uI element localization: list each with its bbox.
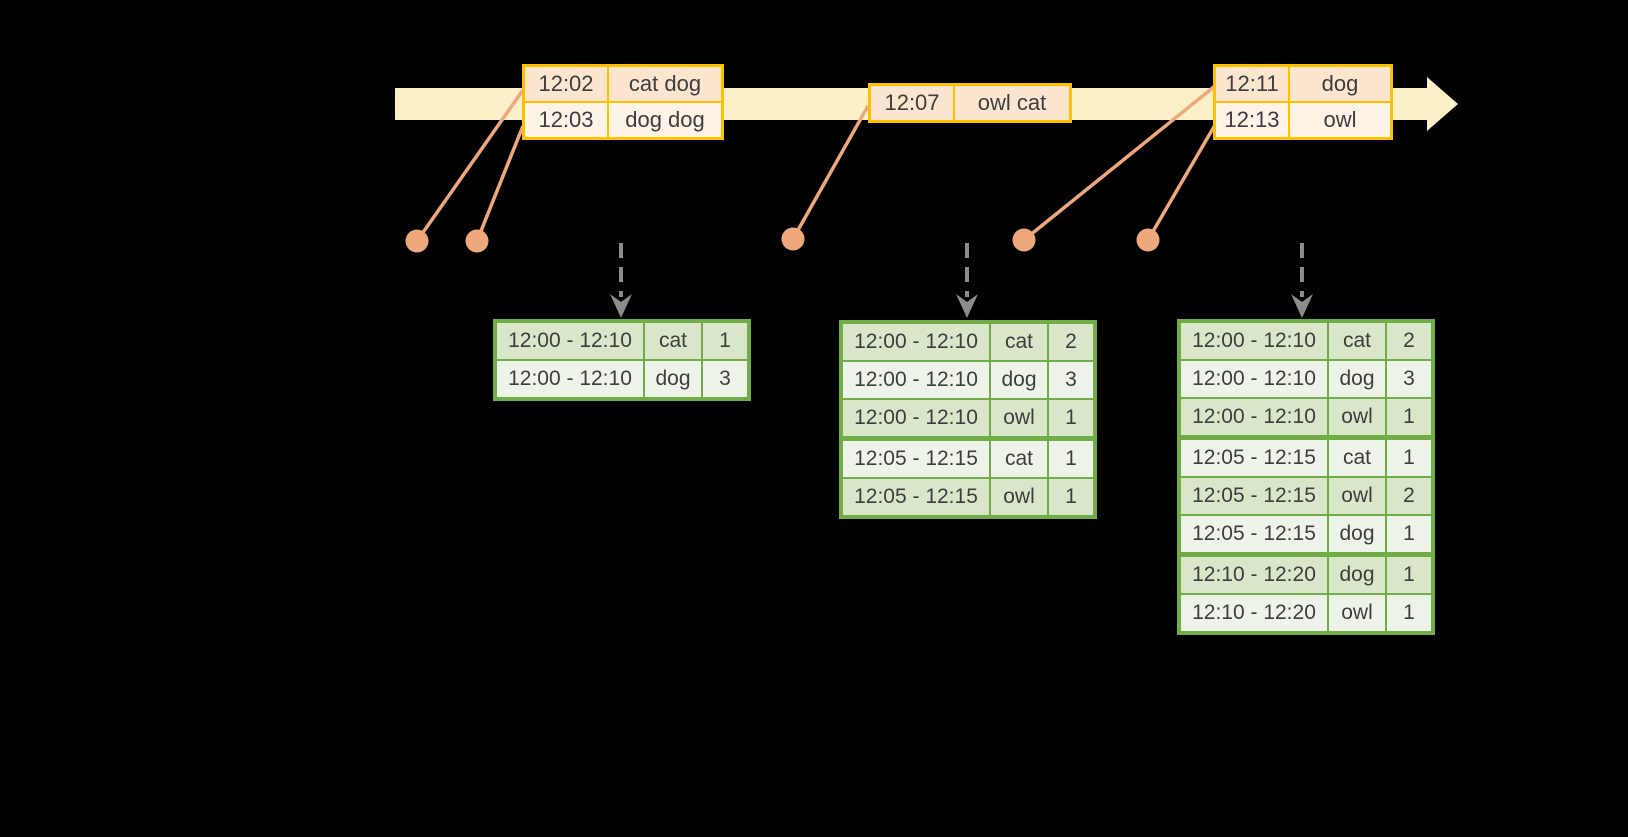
word-cell: cat <box>1327 323 1385 359</box>
count-cell: 1 <box>1385 516 1431 552</box>
count-cell: 3 <box>701 361 747 397</box>
count-cell: 3 <box>1047 362 1093 398</box>
word-cell: cat <box>989 441 1047 477</box>
window-cell: 12:00 - 12:10 <box>854 368 978 391</box>
word-cell: owl <box>1327 399 1385 435</box>
time-cell: 12:02 <box>538 71 594 96</box>
window-cell: 12:00 - 12:10 <box>508 367 632 390</box>
count-cell: 2 <box>1385 478 1431 514</box>
word-cell: dog <box>989 362 1047 398</box>
word-cell: cat <box>989 324 1047 360</box>
count-cell: 1 <box>1385 399 1431 435</box>
window-cell: 12:00 - 12:10 <box>854 330 978 353</box>
window-cell: 12:05 - 12:15 <box>854 447 978 470</box>
word-cell: dog <box>1327 516 1385 552</box>
words-cell: dog dog <box>607 103 721 137</box>
count-cell: 1 <box>1385 595 1431 631</box>
event-dot <box>405 229 429 253</box>
window-cell: 12:00 - 12:10 <box>508 329 632 352</box>
event-connector-line <box>415 88 525 243</box>
window-cell: 12:00 - 12:10 <box>1192 367 1316 390</box>
word-cell: owl <box>989 400 1047 436</box>
window-cell: 12:05 - 12:15 <box>1192 484 1316 507</box>
word-cell: owl <box>989 479 1047 515</box>
trigger-arrowhead-icon <box>1291 294 1313 318</box>
window-cell: 12:10 - 12:20 <box>1192 563 1316 586</box>
word-cell: dog <box>1327 361 1385 397</box>
table-row: 12:03 dog dog <box>525 101 721 137</box>
event-dot <box>1012 228 1036 252</box>
window-cell: 12:05 - 12:15 <box>1192 446 1316 469</box>
event-connector-line <box>1146 124 1217 241</box>
word-cell: owl <box>1327 595 1385 631</box>
trigger-arrowhead-icon <box>956 294 978 318</box>
words-cell: cat dog <box>607 67 721 101</box>
event-table-2: 12:07 owl cat <box>868 83 1072 123</box>
word-cell: owl <box>1327 478 1385 514</box>
event-connector-line <box>791 105 870 240</box>
count-cell: 2 <box>1385 323 1431 359</box>
timeline-arrowhead-icon <box>1427 77 1458 131</box>
window-cell: 12:00 - 12:10 <box>854 406 978 429</box>
table-row: 12:07 owl cat <box>871 86 1069 120</box>
word-cell: cat <box>643 323 701 359</box>
time-cell: 12:13 <box>1224 107 1280 132</box>
table-row: 12:02 cat dog <box>525 67 721 101</box>
time-cell: 12:11 <box>1225 71 1279 96</box>
count-cell: 1 <box>1385 440 1431 476</box>
count-cell: 2 <box>1047 324 1093 360</box>
event-table-3: 12:11 dog 12:13 owl <box>1213 64 1393 140</box>
time-cell: 12:07 <box>884 90 940 115</box>
window-cell: 12:05 - 12:15 <box>854 485 978 508</box>
event-dot <box>781 227 805 251</box>
table-row: 12:13 owl <box>1216 101 1390 137</box>
count-cell: 1 <box>1047 400 1093 436</box>
words-cell: owl cat <box>953 86 1069 120</box>
event-connector-line <box>1022 84 1217 242</box>
event-dot <box>1136 228 1160 252</box>
words-cell: owl <box>1288 103 1390 137</box>
trigger-arrowhead-icon <box>610 294 632 318</box>
count-cell: 1 <box>701 323 747 359</box>
event-table-1: 12:02 cat dog 12:03 dog dog <box>522 64 724 140</box>
count-cell: 1 <box>1385 557 1431 593</box>
word-cell: dog <box>643 361 701 397</box>
word-cell: dog <box>1327 557 1385 593</box>
window-cell: 12:00 - 12:10 <box>1192 405 1316 428</box>
window-cell: 12:00 - 12:10 <box>1192 329 1316 352</box>
time-cell: 12:03 <box>538 107 594 132</box>
window-cell: 12:10 - 12:20 <box>1192 601 1316 624</box>
event-dot <box>465 229 489 253</box>
window-cell: 12:05 - 12:15 <box>1192 522 1316 545</box>
count-cell: 3 <box>1385 361 1431 397</box>
words-cell: dog <box>1288 67 1390 101</box>
word-cell: cat <box>1327 440 1385 476</box>
count-cell: 1 <box>1047 441 1093 477</box>
event-connector-line <box>475 125 525 242</box>
table-row: 12:11 dog <box>1216 67 1390 101</box>
count-cell: 1 <box>1047 479 1093 515</box>
